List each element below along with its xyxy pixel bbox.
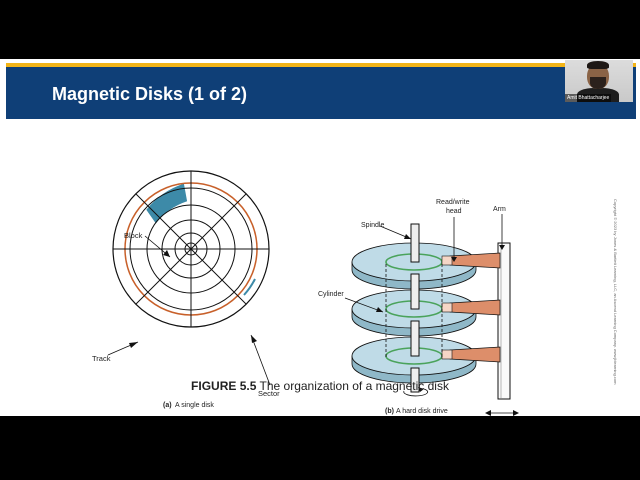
copyright-notice: Copyright © 2023 by Jones & Bartlett Lea… <box>613 199 618 385</box>
read-write-callout-arrow <box>451 257 457 262</box>
arm <box>449 299 501 316</box>
sector-line <box>135 193 247 305</box>
figure-caption-text: The organization of a magnetic disk <box>256 379 449 393</box>
figure-b-caption-prefix: (b) <box>385 408 394 415</box>
accent-bar <box>6 63 636 67</box>
track-label: Track <box>92 354 111 363</box>
sector-label: Sector <box>258 389 280 398</box>
arm-callout-arrow <box>499 245 505 250</box>
track-callout-arrow <box>129 342 138 348</box>
hard-disk-drive-diagram: Spindle Read/write head Arm Cylinder (b)… <box>318 199 519 416</box>
block-callout-arrow <box>163 250 170 257</box>
arm <box>449 346 501 363</box>
presenter-hair <box>587 61 609 69</box>
spindle-segment <box>410 320 420 357</box>
read-write-head <box>441 255 453 266</box>
spindle-segment <box>410 273 420 310</box>
presenter-beard <box>590 77 606 89</box>
read-write-head-label-line2: head <box>446 208 462 215</box>
figures-illustration: Block Track Sector (a) A single disk <box>92 170 519 416</box>
spindle-label: Spindle <box>361 222 384 229</box>
cylinder-callout-line <box>344 297 384 313</box>
figure-caption: FIGURE 5.5 The organization of a magneti… <box>0 379 640 393</box>
slide-title: Magnetic Disks (1 of 2) <box>52 84 248 104</box>
block-highlight <box>146 183 188 224</box>
webcam-name-label: Amit Bhattacharjee <box>565 94 612 102</box>
figure-b-caption-text: A hard disk drive <box>396 408 448 415</box>
spindle-callout-arrow <box>404 234 411 239</box>
figure-number: FIGURE 5.5 <box>191 379 257 393</box>
figure-a-caption-prefix: (a) <box>163 402 172 409</box>
sector-highlight <box>243 278 256 296</box>
sector-callout-arrow <box>251 335 257 343</box>
single-disk-diagram: Block Track Sector (a) A single disk <box>92 170 280 409</box>
cylinder-label: Cylinder <box>318 291 344 298</box>
sector-callout-line <box>250 334 271 386</box>
cylinder-callout-arrow <box>376 307 383 312</box>
read-write-head <box>441 302 453 313</box>
arm-movement-arrow-left <box>485 410 491 416</box>
arm-movement-arrow-right <box>513 410 519 416</box>
figure-a-caption-text: A single disk <box>175 402 214 409</box>
read-write-head <box>441 349 453 360</box>
arm <box>449 252 501 269</box>
arm-label: Arm <box>493 206 506 213</box>
spindle-top <box>410 223 420 263</box>
rotation-arrow <box>403 388 429 397</box>
rotation-arrow-head <box>418 387 424 392</box>
read-write-head-label-line1: Read/write <box>436 199 470 206</box>
webcam-thumbnail[interactable]: Amit Bhattacharjee <box>565 60 633 102</box>
title-bar: Magnetic Disks (1 of 2) <box>6 67 636 119</box>
block-label: Block <box>124 231 143 240</box>
spindle-bottom <box>410 367 420 393</box>
slide: Magnetic Disks (1 of 2) Block Track <box>0 59 640 416</box>
